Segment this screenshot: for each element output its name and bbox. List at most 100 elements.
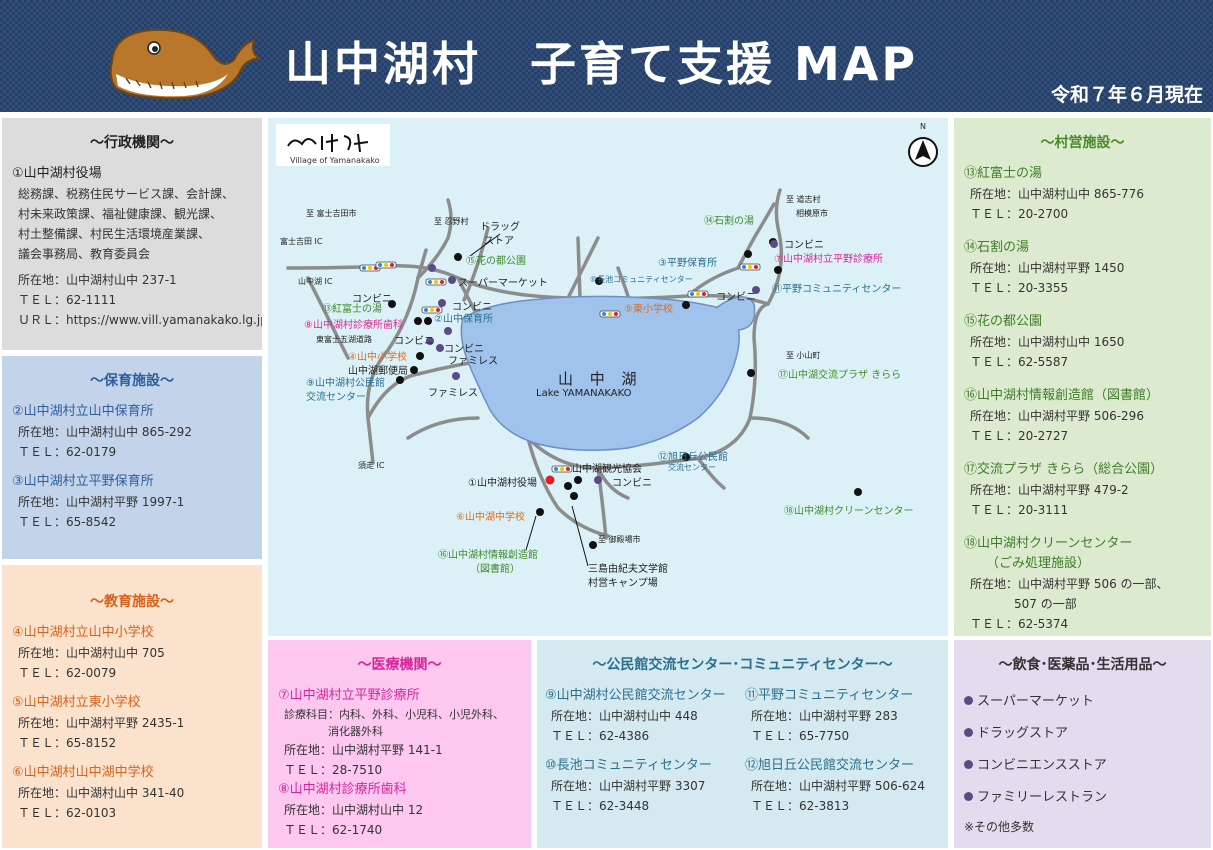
- map-label: ⑤東小学校: [624, 304, 673, 315]
- tel: ＴＥＬ：62-5587: [970, 355, 1069, 369]
- map-label: 山中湖観光協会: [572, 464, 642, 475]
- panel-heading: ～教育施設～: [90, 594, 174, 610]
- shop-dot-icon: [964, 792, 973, 801]
- tel: ＴＥＬ：62-0079: [18, 666, 117, 680]
- address: 所在地：山中湖村平野 506-296: [970, 409, 1144, 423]
- traffic-light-icon: [739, 263, 761, 271]
- panel-sonei: ～村営施設～ ⑬紅富士の湯 所在地：山中湖村山中 865-776 ＴＥＬ：20-…: [954, 118, 1211, 636]
- traffic-light-icon: [551, 465, 573, 473]
- map-label: 至 小山町: [786, 351, 821, 360]
- tel: ＴＥＬ：62-0103: [18, 806, 117, 820]
- map-label: 富士吉田 IC: [280, 237, 323, 246]
- map-label: 交流センター: [306, 392, 366, 403]
- panel-hoiku: ～保育施設～ ②山中湖村立山中保育所 所在地：山中湖村山中 865-292 ＴＥ…: [2, 356, 262, 559]
- header: 山中湖村 子育て支援 MAP 令和７年６月現在: [0, 0, 1213, 112]
- map-label: コンビニ: [352, 294, 392, 305]
- address: 所在地：山中湖村山中 865-776: [970, 187, 1144, 201]
- traffic-light-icon: [599, 310, 621, 318]
- shop-item: ドラッグストア: [964, 718, 1211, 750]
- north-label: N: [920, 122, 926, 131]
- address: 所在地：山中湖村平野 141-1: [284, 743, 443, 757]
- address: 所在地：山中湖村平野 506-624: [751, 779, 925, 793]
- map-label: 村営キャンプ場: [588, 578, 658, 589]
- map-label: 須走 IC: [358, 461, 385, 470]
- tel: ＴＥＬ：65-7750: [751, 729, 850, 743]
- kominkan-col-right: ⑪平野コミュニティセンター 所在地：山中湖村平野 283 ＴＥＬ：65-7750…: [737, 686, 937, 816]
- map-label: ドラッグ: [480, 222, 520, 233]
- facility-title: ⑯山中湖村情報創造館（図書館）: [964, 388, 1160, 403]
- map-label: ⑪平野コミュニティセンター: [772, 284, 902, 295]
- lake-yamanakako: [460, 295, 740, 451]
- panel-kyoiku: ～教育施設～ ④山中湖村立山中小学校 所在地：山中湖村山中 705 ＴＥＬ：62…: [2, 565, 262, 848]
- tel: ＴＥＬ：20-3355: [970, 281, 1069, 295]
- tel: ＴＥＬ：20-3111: [970, 503, 1069, 517]
- panel-heading: ～医療機関～: [357, 657, 442, 673]
- map-label: コンビニ: [716, 292, 756, 303]
- map-label: ⑦山中湖村立平野診療所: [774, 254, 883, 265]
- facility-title: ③山中湖村立平野保育所: [12, 474, 154, 489]
- map-label: ファミレス: [448, 356, 498, 367]
- map-label: ストア: [484, 236, 514, 247]
- tel: ＴＥＬ：62-3448: [551, 799, 650, 813]
- facility-markers: [388, 238, 862, 549]
- map-label: ⑥山中湖中学校: [456, 512, 525, 523]
- map-label: 山中湖 IC: [298, 277, 333, 286]
- map-label: ④山中小学校: [348, 352, 407, 363]
- address: 所在地：山中湖村平野 2435-1: [18, 716, 185, 730]
- address: 所在地：山中湖村山中 865-292: [18, 425, 192, 439]
- department-line: 総務課、税務住民サービス課、会計課、: [18, 187, 235, 201]
- map-label: 交流センター: [668, 463, 716, 472]
- map-canvas: [276, 124, 938, 567]
- map-label: ⑮花の都公園: [466, 256, 526, 267]
- map-label: スーパーマーケット: [458, 278, 548, 289]
- panel-heading: ～行政機関～: [90, 135, 174, 151]
- facility-title: ⑦山中湖村立平野診療所: [278, 688, 420, 703]
- shop-item: コンビニエンスストア: [964, 750, 1211, 782]
- tel: ＴＥＬ：62-1111: [18, 293, 117, 307]
- traffic-light-icon: [375, 261, 397, 269]
- panel-heading: ～保育施設～: [90, 373, 174, 389]
- traffic-light-icon: [359, 264, 381, 272]
- facility-title: ⑪平野コミュニティセンター: [745, 688, 914, 703]
- tel: ＴＥＬ：62-5374: [970, 617, 1069, 631]
- facility-title: ⑱山中湖村クリーンセンター: [964, 536, 1133, 551]
- map-label: 至 富士吉田市: [306, 209, 357, 218]
- traffic-light-icon: [687, 290, 709, 298]
- map-label: ⑩長池コミュニティセンター: [590, 275, 693, 284]
- traffic-light-icon: [421, 306, 443, 314]
- facility-title: ④山中湖村立山中小学校: [12, 625, 154, 640]
- map-label: コンビニ: [612, 478, 652, 489]
- facility-title: ⑭石割の湯: [964, 240, 1030, 255]
- tel: ＴＥＬ：62-0179: [18, 445, 117, 459]
- facility-title: ⑰交流プラザ きらら（総合公園）: [964, 462, 1164, 477]
- tel: ＴＥＬ：62-4386: [551, 729, 650, 743]
- shop-dot-icon: [964, 696, 973, 705]
- tel: ＴＥＬ：20-2727: [970, 429, 1069, 443]
- kominkan-col-left: ⑨山中湖村公民館交流センター 所在地：山中湖村山中 448 ＴＥＬ：62-438…: [537, 686, 737, 816]
- map-label: コンビニ: [444, 344, 484, 355]
- lake-name-en: Lake YAMANAKAKO: [536, 388, 632, 399]
- traffic-light-icon: [425, 278, 447, 286]
- map-label: ⑫旭日丘公民館: [658, 452, 728, 463]
- tel: ＴＥＬ：28-7510: [284, 763, 383, 777]
- facility-title: ⑨山中湖村公民館交流センター: [545, 688, 726, 703]
- tel: ＴＥＬ：65-8152: [18, 736, 117, 750]
- map-label: ⑰山中湖交流プラザ きらら: [778, 370, 902, 381]
- map-label: ⑱山中湖村クリーンセンター: [784, 506, 914, 517]
- facility-title: ⑥山中湖村山中湖中学校: [12, 765, 154, 780]
- map-label: コンビニ: [452, 302, 492, 313]
- map-label: 東富士五湖道路: [316, 335, 372, 344]
- map-label: コンビニ: [784, 240, 824, 251]
- map-panel: 至 富士吉田市 富士吉田 IC 山中湖 IC 至 忍野村 ドラッグ ストア ⑮花…: [268, 118, 948, 636]
- panel-kominkan: ～公民館交流センター･コミュニティセンター～ ⑨山中湖村公民館交流センター 所在…: [537, 640, 948, 848]
- facility-title: ②山中湖村立山中保育所: [12, 404, 154, 419]
- tel: ＴＥＬ：65-8542: [18, 515, 117, 529]
- whale-mascot-icon: [109, 28, 264, 100]
- facility-title: ①山中湖村役場: [12, 166, 102, 181]
- address: 所在地：山中湖村平野 1450: [970, 261, 1125, 275]
- map-label: ③平野保育所: [658, 258, 717, 269]
- url-link[interactable]: ＵＲＬ：https://www.vill.yamanakako.lg.jp: [18, 313, 262, 327]
- panel-heading: ～飲食･医薬品･生活用品～: [998, 657, 1167, 673]
- map-label: 相模原市: [796, 209, 828, 218]
